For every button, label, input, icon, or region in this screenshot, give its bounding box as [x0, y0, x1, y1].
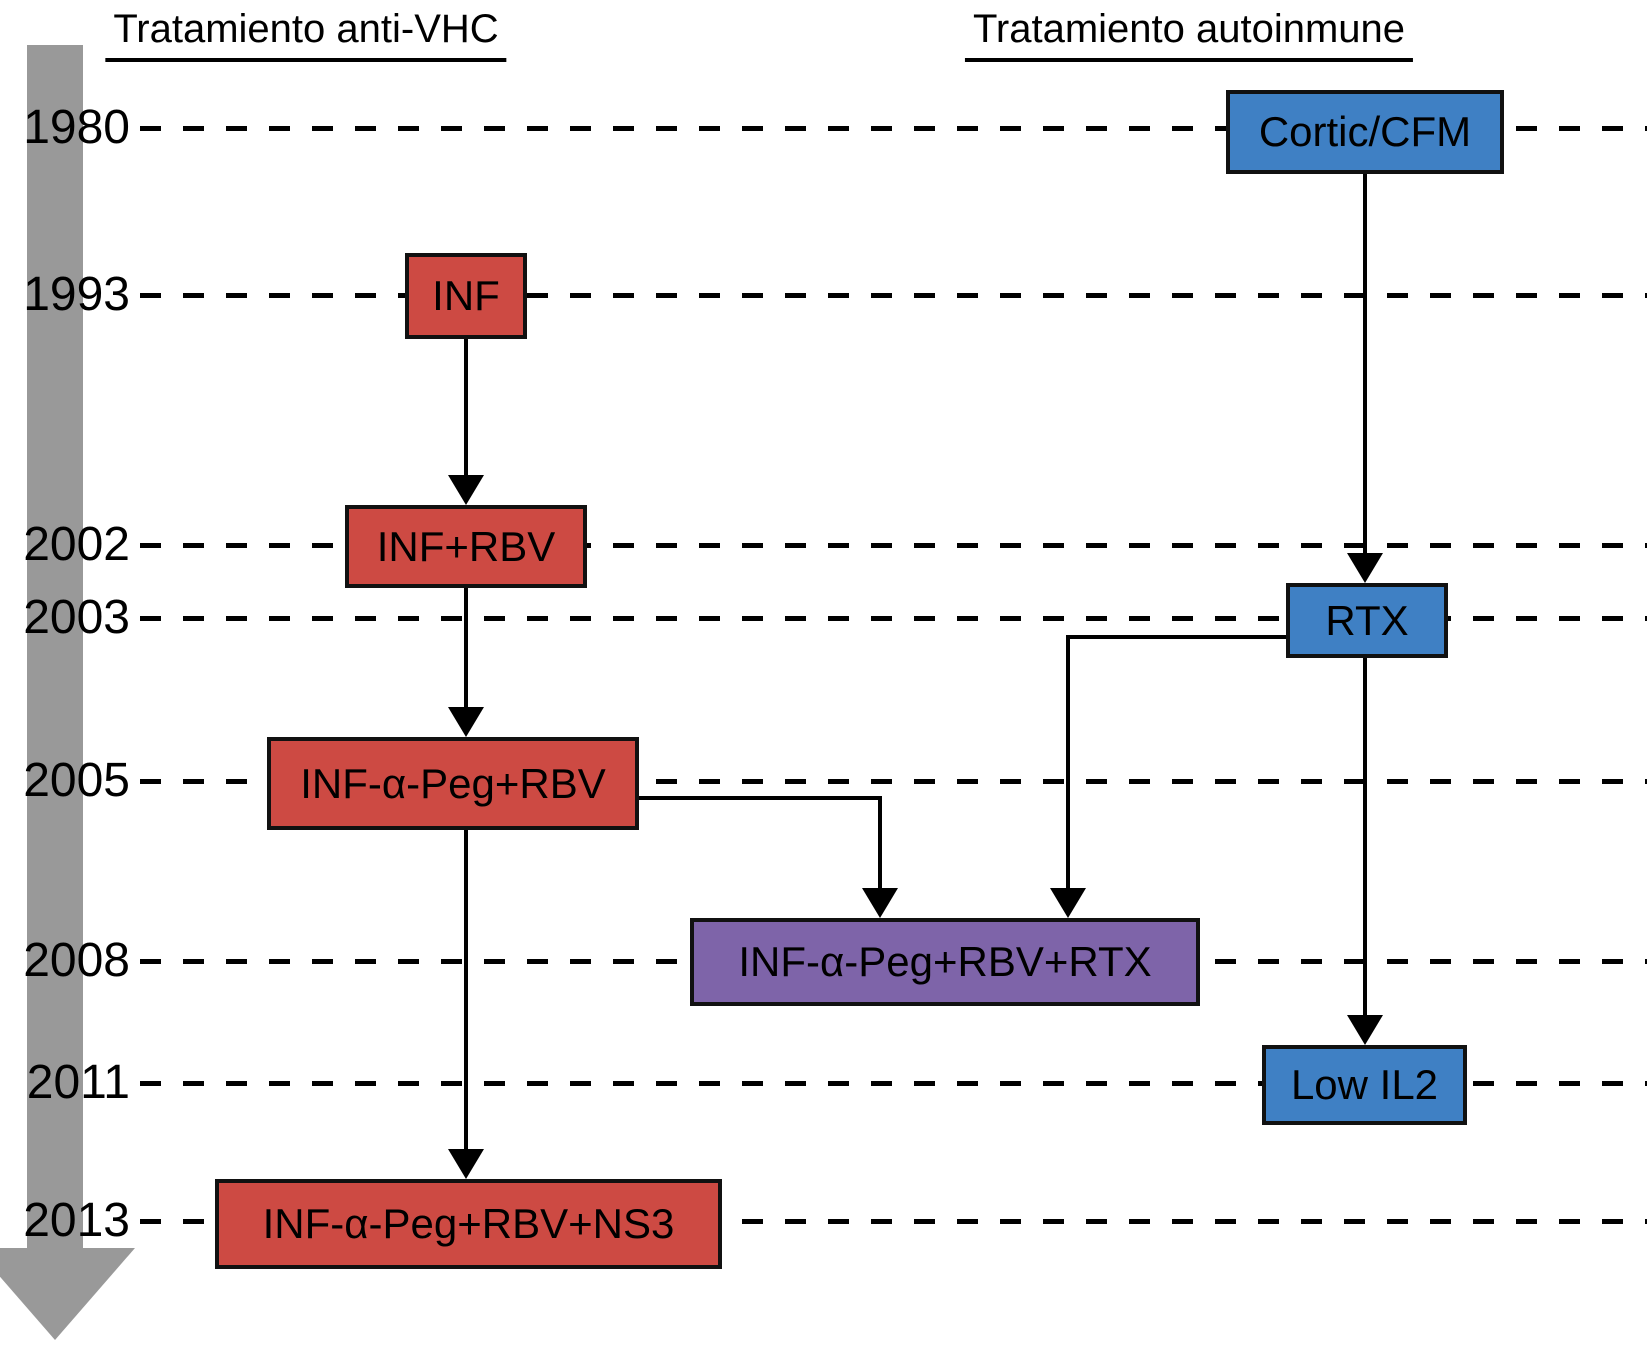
timeline-arrowhead-icon — [0, 1248, 135, 1340]
arrowhead-icon — [448, 707, 484, 737]
gridline-2005 — [140, 779, 1647, 784]
edge-cortic-to-rtx — [1363, 173, 1367, 556]
gridline-1993 — [140, 293, 1647, 298]
arrowhead-icon — [448, 1149, 484, 1179]
node-rtx: RTX — [1286, 583, 1448, 658]
gridline-2003 — [140, 616, 1647, 621]
timeline-arrow-bar — [27, 45, 83, 1250]
node-inf-rbv: INF+RBV — [345, 505, 587, 588]
node-inf-a-peg-rbv: INF-α-Peg+RBV — [267, 737, 639, 830]
edge-inf-to-infrbv — [464, 338, 468, 480]
node-low-il2: Low IL2 — [1262, 1045, 1467, 1125]
gridline-2002 — [140, 543, 1647, 548]
edge-peg-to-combined-v — [878, 796, 882, 891]
node-inf-a-peg-rbv-rtx: INF-α-Peg+RBV+RTX — [690, 918, 1200, 1006]
arrowhead-icon — [1050, 888, 1086, 918]
column-title-anti-vhc: Tratamiento anti-VHC — [105, 6, 507, 62]
arrowhead-icon — [448, 475, 484, 505]
gridline-2013 — [140, 1219, 1647, 1224]
year-label-2002: 2002 — [23, 518, 130, 571]
year-label-1980: 1980 — [23, 101, 130, 154]
edge-infrbv-to-peg — [464, 587, 468, 710]
gridline-2011 — [140, 1081, 1647, 1086]
gridline-1980 — [140, 126, 1647, 131]
year-label-2005: 2005 — [23, 754, 130, 807]
edge-peg-to-ns3 — [464, 830, 468, 1152]
arrowhead-icon — [862, 888, 898, 918]
node-cortic-cfm: Cortic/CFM — [1226, 90, 1504, 174]
edge-rtx-to-combined-h — [1066, 635, 1288, 639]
year-label-2003: 2003 — [23, 591, 130, 644]
edge-rtx-to-lowil2 — [1363, 657, 1367, 1018]
arrowhead-icon — [1347, 1015, 1383, 1045]
year-label-1993: 1993 — [23, 268, 130, 321]
column-title-autoinmune: Tratamiento autoinmune — [964, 6, 1414, 62]
year-label-2008: 2008 — [23, 934, 130, 987]
node-inf: INF — [405, 253, 527, 339]
edge-rtx-to-combined-v — [1066, 635, 1070, 891]
year-label-2013: 2013 — [23, 1194, 130, 1247]
edge-peg-to-combined-h — [637, 796, 882, 800]
node-inf-a-peg-rbv-ns3: INF-α-Peg+RBV+NS3 — [215, 1179, 722, 1269]
arrowhead-icon — [1347, 553, 1383, 583]
year-label-2011: 2011 — [26, 1056, 130, 1109]
